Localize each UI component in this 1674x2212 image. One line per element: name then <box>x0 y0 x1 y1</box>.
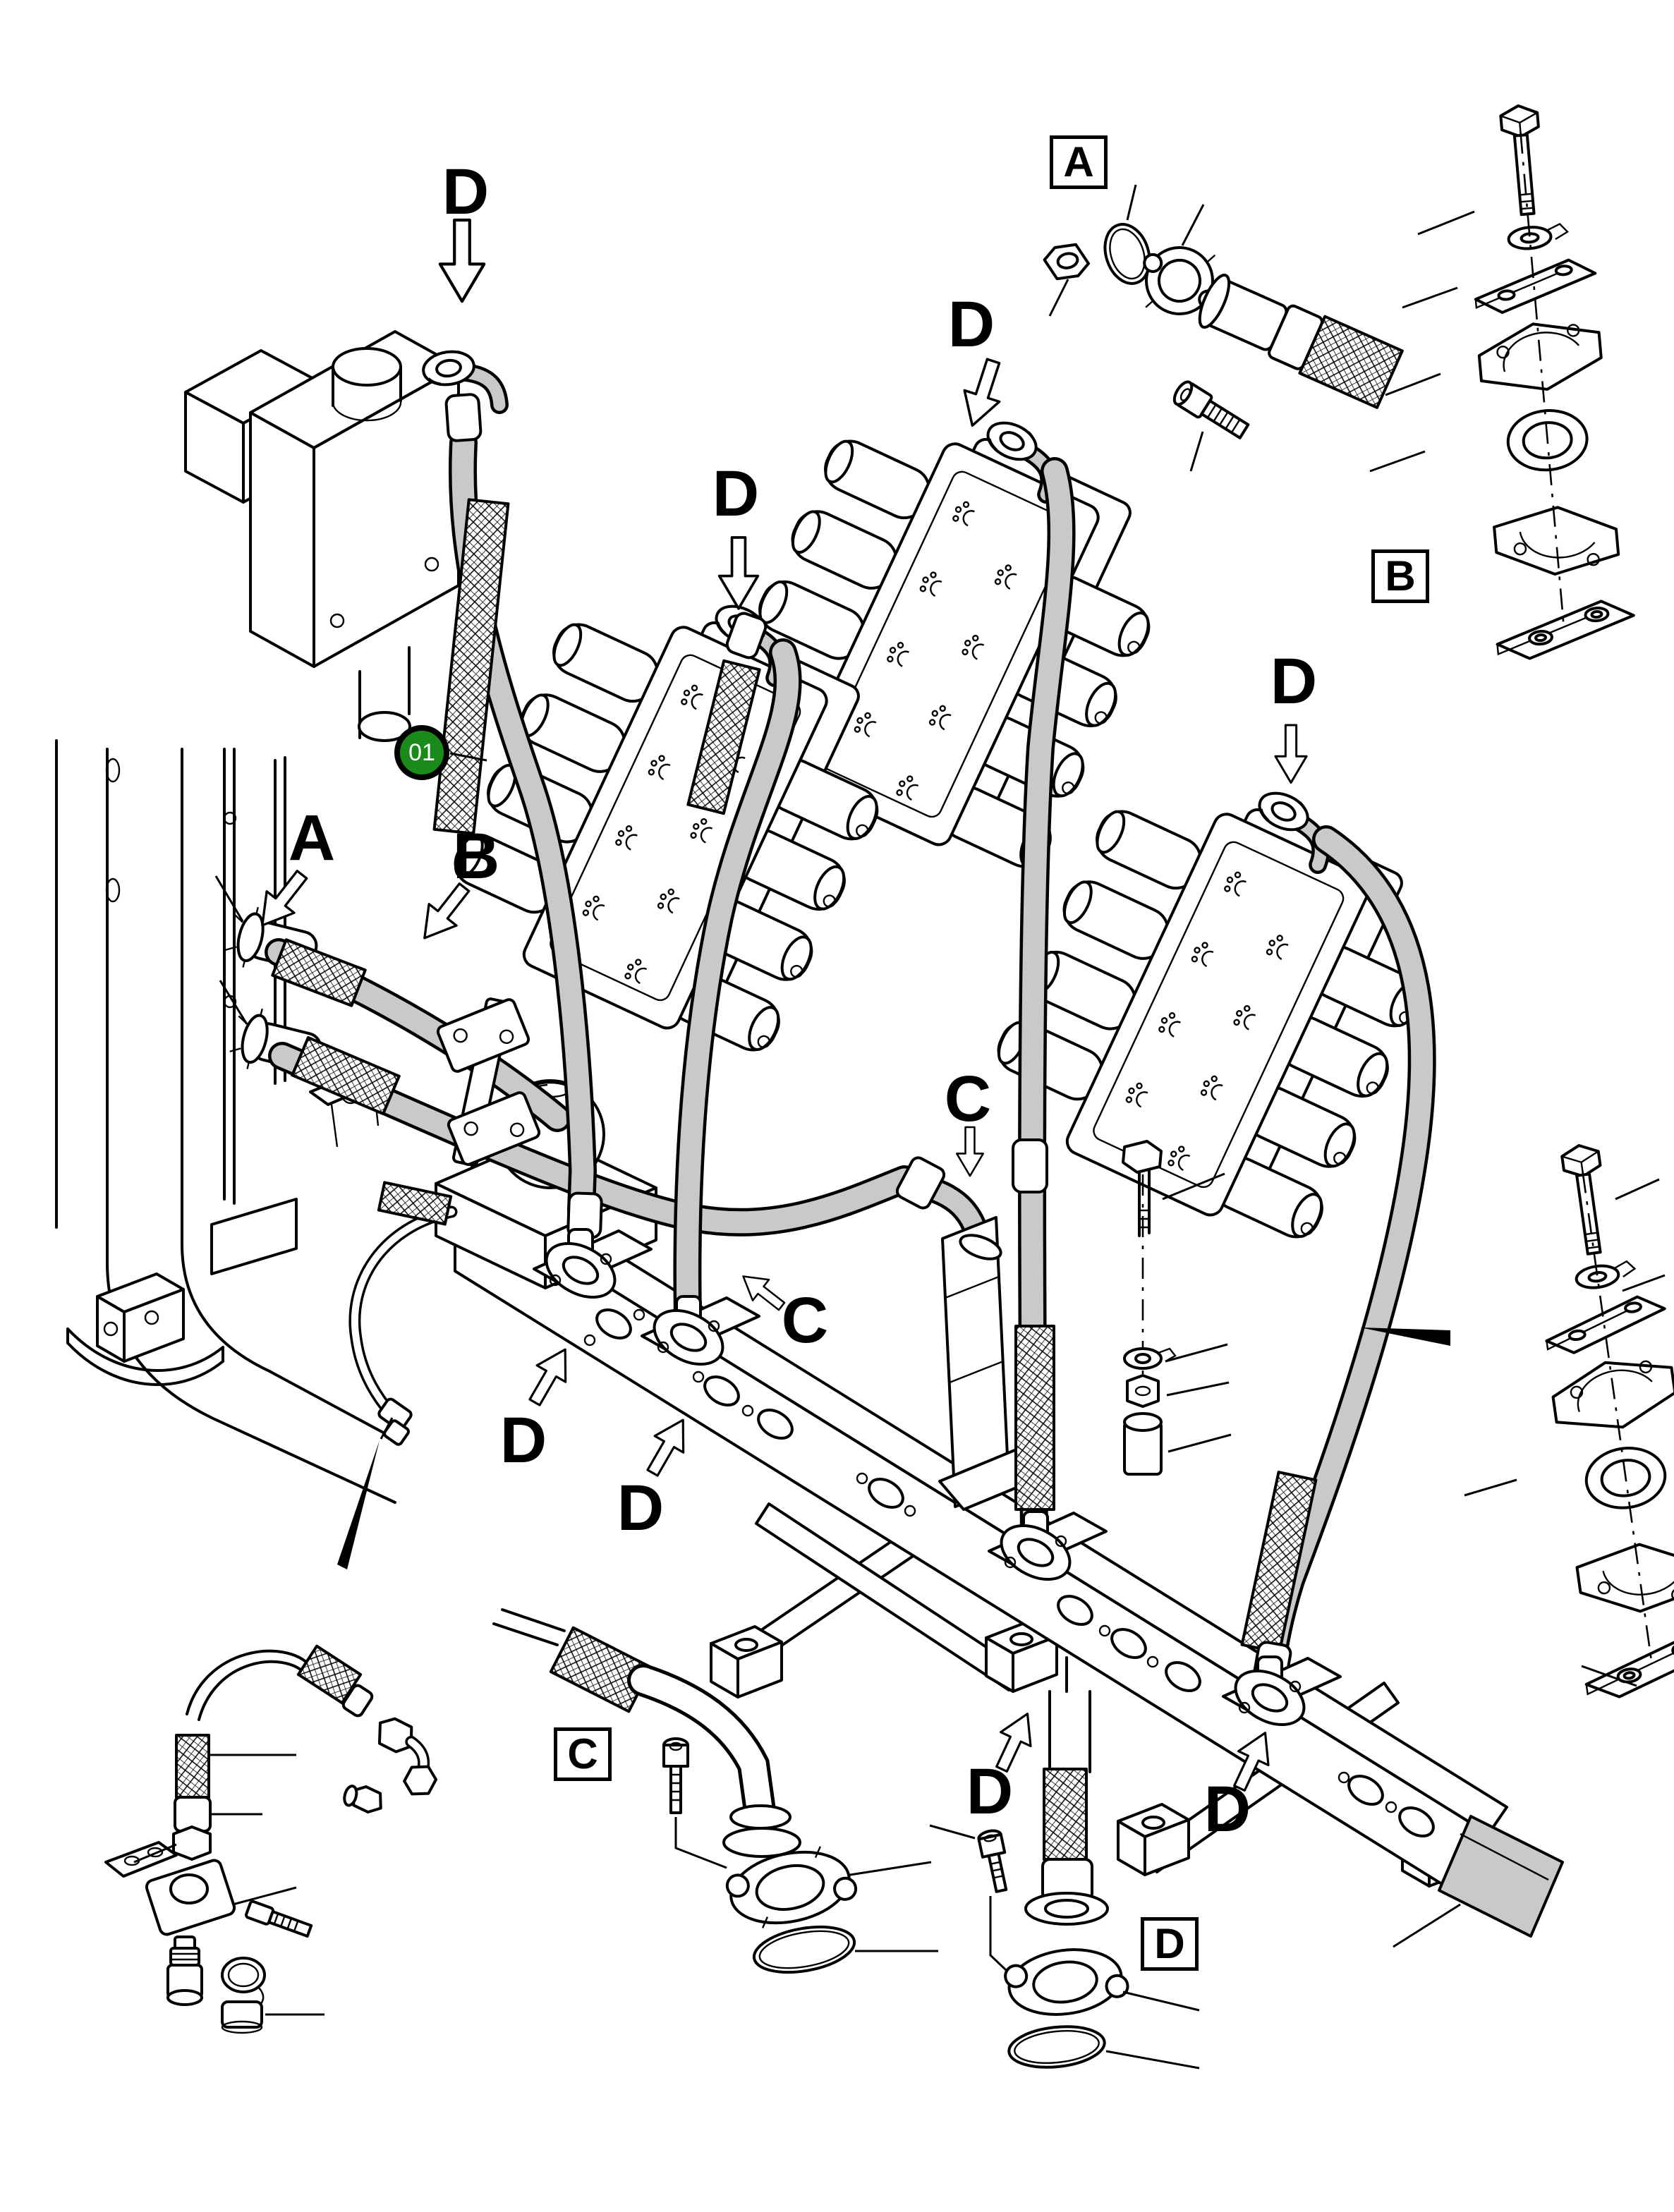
split-flange-clamp <box>1143 246 1218 315</box>
arrow-d-block-3 <box>1274 724 1308 784</box>
callout-b-left: B <box>452 820 500 892</box>
split-flange-clamp <box>725 1846 858 1928</box>
machine-frame-pipes <box>55 739 396 1504</box>
socket-head-screw <box>662 1737 689 1814</box>
detail-box-c[interactable]: C <box>554 1727 612 1781</box>
arrow-d-rail-2 <box>637 1410 699 1483</box>
hose-braid-patches <box>271 498 1318 1654</box>
rail-end-cap <box>1438 1815 1564 1938</box>
detail-b-clamp-stack <box>1449 98 1638 663</box>
hose-end <box>1198 274 1404 409</box>
o-ring <box>1103 223 1151 285</box>
detail-a-fitting-parts <box>1043 184 1404 472</box>
detail-c-elbow-parts <box>492 1608 938 1974</box>
valve-block-2-hose <box>1018 457 1076 1548</box>
hose-clamp-blocks <box>435 996 542 1168</box>
split-flange-clamp <box>1004 1948 1129 2016</box>
callout-d-rail-3: D <box>966 1756 1014 1828</box>
detail-d-flange-parts <box>929 1656 1200 2070</box>
arrow-d-rail-1 <box>519 1339 581 1412</box>
arrow-d-block-1 <box>717 536 760 610</box>
part-number-badge[interactable]: 01 <box>394 725 449 780</box>
detail-box-a[interactable]: A <box>1050 135 1108 189</box>
valve-block-1-hose <box>673 638 802 1332</box>
detail-test-hose-parts <box>104 1644 438 2034</box>
callout-c-mid: C <box>781 1284 829 1356</box>
callout-c-top: C <box>944 1063 992 1135</box>
elbow-fitting <box>377 1717 438 1796</box>
frame-bracket <box>96 1198 298 1363</box>
callout-d-brake-valve: D <box>442 156 490 228</box>
rail-mount-hardware <box>1122 1140 1232 1476</box>
detail-box-b[interactable]: B <box>1371 549 1429 603</box>
dust-cap <box>221 1957 266 2034</box>
sweep-hose <box>268 1042 918 1236</box>
detail-box-d[interactable]: D <box>1141 1917 1199 1971</box>
clamp-stack-right-mid <box>1510 1134 1674 1703</box>
arrow-d-brake-valve <box>440 220 484 301</box>
callout-d-rail-4: D <box>1203 1773 1251 1845</box>
detail-b-leaders <box>1369 210 1475 473</box>
clamp-right-leaders <box>1464 1178 1666 1687</box>
hex-nut <box>1043 243 1091 281</box>
plug-fitting <box>343 1785 382 1814</box>
arrow-d-block-2 <box>953 354 1012 433</box>
o-ring <box>752 1925 856 1974</box>
callout-d-block-2: D <box>947 288 995 360</box>
callout-d-block-1: D <box>712 458 760 530</box>
brake-valve-unit <box>184 330 509 742</box>
callout-d-rail-2: D <box>617 1472 665 1544</box>
callout-d-block-3: D <box>1270 645 1318 717</box>
pointer-wedge-right <box>1360 1327 1450 1346</box>
callout-d-rail-1: D <box>499 1404 547 1476</box>
socket-head-screw <box>977 1829 1008 1893</box>
quick-coupler <box>166 1936 203 2006</box>
o-ring <box>1007 2025 1106 2069</box>
pointer-wedge-left <box>337 1440 380 1569</box>
callout-a-left: A <box>288 802 336 874</box>
elbow-hose-coupling <box>895 1156 1047 1511</box>
socket-head-screw <box>1172 380 1250 439</box>
badge-leader-line <box>449 752 487 762</box>
test-port-hose <box>348 1205 458 1446</box>
rail-port-holes <box>583 1308 1435 1837</box>
